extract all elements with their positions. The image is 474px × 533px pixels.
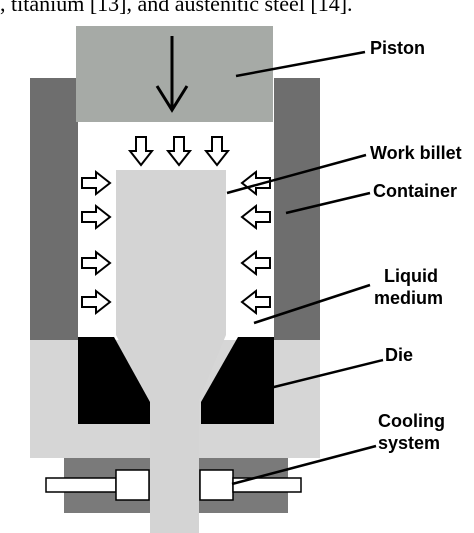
label-liquid-medium-line2: medium (374, 288, 444, 308)
piston-force-arrow (155, 36, 189, 113)
pressure-arrows-right (81, 169, 112, 316)
label-liquid-medium-line1: Liquid (384, 266, 438, 286)
container-left-wall (30, 78, 78, 340)
label-container: Container (373, 181, 458, 201)
label-die: Die (385, 345, 414, 365)
die-right (201, 337, 274, 424)
caption-text: , titanium [13], and austenitic steel [1… (0, 0, 353, 16)
container-right-wall (274, 78, 320, 340)
label-cooling-line2: system (378, 433, 441, 453)
label-cooling-line1: Cooling (378, 411, 445, 431)
pressure-arrows-left (240, 169, 271, 316)
leader-lines (226, 50, 384, 486)
die-left (78, 337, 150, 424)
pressure-arrows-down (127, 136, 231, 167)
label-work-billet: Work billet (370, 143, 462, 163)
label-piston: Piston (370, 38, 426, 58)
work-billet (116, 170, 226, 533)
